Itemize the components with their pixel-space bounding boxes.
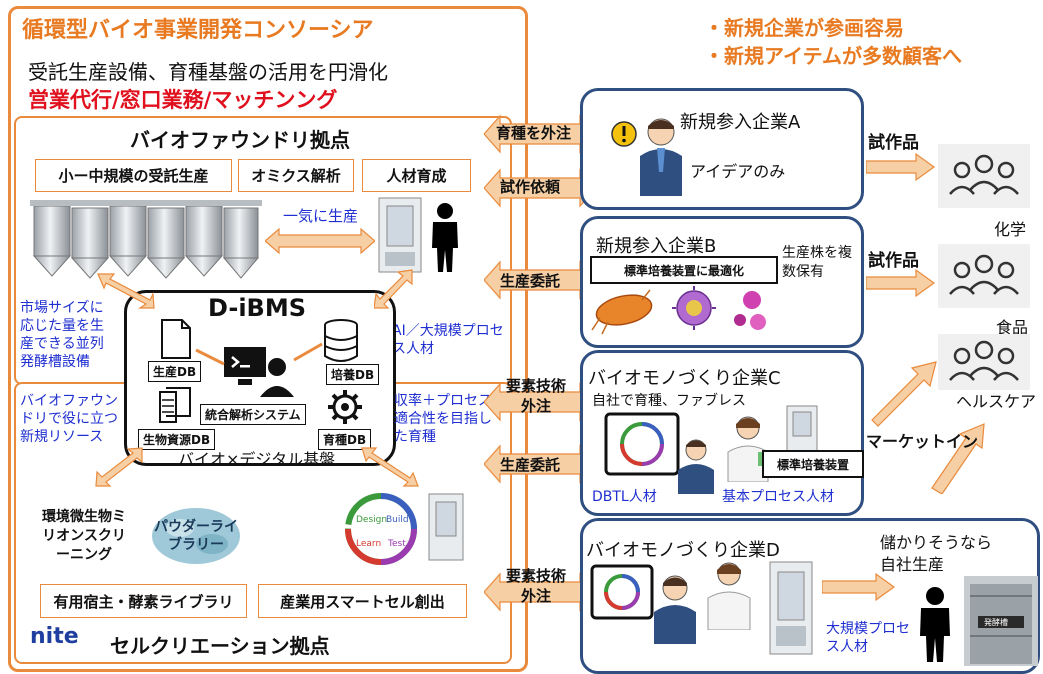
person-icon bbox=[432, 203, 458, 272]
benefit-line-1: ・新規企業が参画容易 bbox=[704, 16, 904, 40]
company-b-badge: 標準培養装置に最適化 bbox=[590, 256, 778, 284]
factory-plant-label: 発酵槽 bbox=[984, 617, 1008, 627]
bioreactor-d-image bbox=[769, 561, 813, 655]
consortium-panel bbox=[8, 6, 528, 672]
businessman-a-image bbox=[640, 118, 682, 196]
tag-training: 人材育成 bbox=[362, 159, 471, 192]
flow-prototype-request: 試作依頼 bbox=[500, 178, 561, 196]
consortium-subtitle: 受託生産設備、育種基盤の活用を円滑化 bbox=[28, 60, 388, 84]
consortium-title: 循環型バイオ事業開発コンソーシア bbox=[22, 18, 374, 43]
scientist-d-image bbox=[707, 562, 751, 630]
tag-smart-cell: 産業用スマートセル創出 bbox=[258, 584, 467, 618]
bioreactor-image bbox=[378, 197, 422, 273]
flow-production-contract-1: 生産委託 bbox=[500, 272, 561, 290]
arrow-to-self-production bbox=[822, 572, 896, 602]
dibms-title: D-iBMS bbox=[208, 294, 307, 322]
company-b-title: 新規参入企業B bbox=[596, 236, 717, 257]
dbtl-design-text: Design bbox=[356, 515, 387, 525]
integrated-system-label: 統合解析システム bbox=[200, 404, 306, 425]
cell-right-note: 収率＋プロセス適合性を目指した育種 bbox=[394, 393, 492, 445]
customer-group-icon-healthcare bbox=[938, 334, 1030, 390]
dbtl-learn-text: Learn bbox=[356, 539, 381, 549]
businessman-c-image bbox=[678, 439, 714, 494]
company-c-sub: 自社で育種、ファブレス bbox=[592, 393, 746, 409]
microbe-images bbox=[591, 286, 766, 335]
double-arrow bbox=[265, 228, 375, 254]
gear-icon bbox=[328, 390, 362, 424]
arrow-prototype-b bbox=[866, 268, 936, 298]
tag-host-library: 有用宿主・酵素ライブラリ bbox=[40, 584, 247, 618]
bioreactor-c-image bbox=[786, 405, 818, 453]
tag-omics: オミクス解析 bbox=[238, 159, 354, 192]
customer-chemistry: 化学 bbox=[994, 220, 1027, 239]
customer-healthcare: ヘルスケア bbox=[956, 392, 1037, 411]
prototype-label-a: 試作品 bbox=[868, 133, 919, 153]
person-d-icon bbox=[920, 587, 950, 662]
company-c-dbtl-staff: DBTL人材 bbox=[592, 489, 657, 505]
company-b-note: 生産株を複数保有 bbox=[782, 245, 852, 280]
files-stack-icon bbox=[159, 387, 191, 423]
database-icon bbox=[324, 319, 358, 362]
tag-contract-production: 小ー中規模の受託生産 bbox=[35, 159, 232, 192]
computer-operator-icon bbox=[224, 347, 294, 397]
instant-production-label: 一気に生産 bbox=[283, 207, 359, 225]
flow-tech-outsource-1: 要素技術外注 bbox=[505, 377, 566, 415]
powder-library-label: パウダーライブラリー bbox=[154, 519, 238, 553]
dbtl-cycle-diagram: Design Build Test Learn bbox=[345, 493, 417, 565]
foundry-title: バイオファウンドリ拠点 bbox=[130, 128, 350, 152]
powder-library-image bbox=[152, 508, 240, 564]
production-db-label: 生産DB bbox=[148, 361, 202, 382]
businessman-d-image bbox=[654, 575, 696, 644]
company-d-staff: 大規模プロセス人材 bbox=[826, 621, 910, 655]
bioresource-db-label: 生物資源DB bbox=[138, 429, 216, 450]
company-a-card bbox=[580, 88, 864, 210]
microbe-screening-label: 環境微生物ミリオンスクリーニング bbox=[42, 509, 126, 563]
prototype-label-b: 試作品 bbox=[868, 251, 919, 271]
flow-tech-outsource-2: 要素技術外注 bbox=[505, 567, 566, 605]
cell-creation-title: セルクリエーション拠点 bbox=[110, 634, 330, 658]
company-c-badge: 標準培養装置 bbox=[762, 450, 864, 478]
fermenter-tanks-image bbox=[30, 200, 262, 279]
document-icon bbox=[161, 319, 191, 359]
dibms-connectors bbox=[195, 342, 323, 366]
idea-bulb-icon bbox=[611, 121, 637, 147]
benefit-line-2: ・新規アイテムが多数顧客へ bbox=[704, 44, 962, 68]
factory-plant-image: 発酵槽 bbox=[964, 576, 1038, 666]
company-c-process-staff: 基本プロセス人材 bbox=[722, 489, 834, 505]
foundry-right-note: AI／大規模プロセス人材 bbox=[392, 323, 504, 357]
arrow-lower-left bbox=[95, 447, 143, 487]
company-a-title: 新規参入企業A bbox=[680, 112, 801, 133]
nite-logo: nite bbox=[30, 624, 79, 649]
foundry-left-note: 市場サイズに応じた量を生産できる並列発酵槽設備 bbox=[20, 300, 104, 370]
flow-arrows bbox=[484, 114, 596, 612]
flow-outsource-breeding: 育種を外注 bbox=[496, 124, 572, 142]
consortium-services: 営業代行/窓口業務/マッチンング bbox=[28, 88, 338, 112]
arrow-lower-right bbox=[361, 447, 419, 487]
arrow-prototype-a bbox=[866, 152, 936, 182]
company-d-note: 儲かりそうなら自社生産 bbox=[880, 533, 993, 574]
dbtl-test-text: Test bbox=[387, 539, 406, 549]
dbtl-screen-image bbox=[604, 412, 680, 476]
culture-db-label: 培養DB bbox=[326, 364, 380, 385]
arrow-upper-left bbox=[97, 273, 155, 309]
dbtl-build-text: Build bbox=[386, 515, 409, 525]
dibms-footer: バイオ×デジタル基盤 bbox=[178, 450, 336, 469]
company-c-title: バイオモノづくり企業C bbox=[588, 368, 781, 389]
arrow-upper-right bbox=[374, 269, 413, 309]
arrow-market-in-right bbox=[931, 423, 985, 494]
small-bioreactor-image bbox=[428, 493, 464, 561]
arrow-market-in-left bbox=[871, 361, 937, 427]
market-in-label: マーケットイン bbox=[866, 432, 979, 451]
company-a-note: アイデアのみ bbox=[690, 162, 786, 181]
flow-production-contract-2: 生産委託 bbox=[500, 456, 561, 474]
cell-left-note: バイオファウンドリで役に立つ新規リソース bbox=[20, 393, 118, 445]
dbtl-screen-d-image bbox=[590, 564, 654, 620]
customer-group-icon-chemistry bbox=[938, 144, 1030, 208]
company-d-title: バイオモノづくり企業D bbox=[586, 540, 780, 561]
breeding-db-label: 育種DB bbox=[318, 429, 372, 450]
customer-food: 食品 bbox=[996, 318, 1029, 337]
customer-group-icon-food bbox=[938, 244, 1030, 308]
